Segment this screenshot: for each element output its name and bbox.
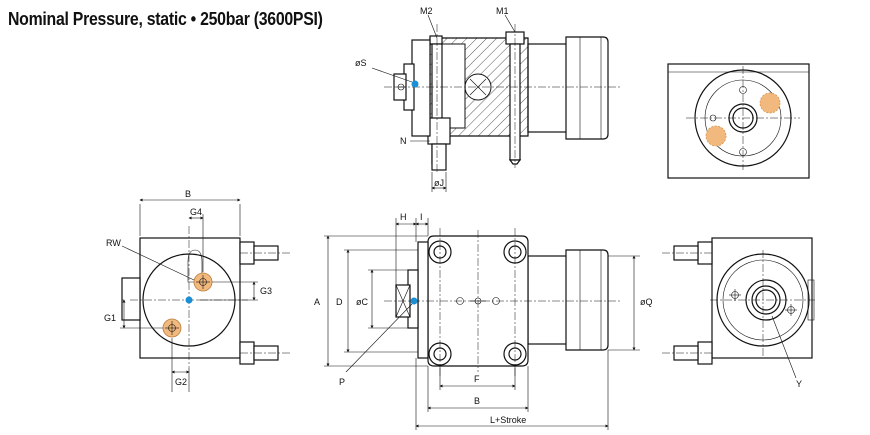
label-y: Y bbox=[796, 379, 802, 389]
label-d: D bbox=[336, 297, 343, 307]
section-view bbox=[371, 14, 620, 192]
main-view bbox=[324, 218, 640, 430]
label-oq: øQ bbox=[640, 297, 653, 307]
label-m1: M1 bbox=[496, 6, 509, 16]
page-title: Nominal Pressure, static • 250bar (3600P… bbox=[8, 9, 323, 29]
label-b-mid: B bbox=[474, 396, 480, 406]
front-view-top bbox=[667, 63, 810, 179]
rear-view bbox=[662, 237, 815, 379]
label-g2: G2 bbox=[175, 377, 187, 387]
label-os: øS bbox=[355, 58, 367, 68]
label-n: N bbox=[400, 136, 407, 146]
label-h: H bbox=[400, 212, 407, 222]
label-p: P bbox=[339, 377, 345, 387]
label-g3: G3 bbox=[260, 286, 272, 296]
label-f: F bbox=[474, 374, 480, 384]
side-view-left bbox=[120, 198, 292, 392]
label-oj: øJ bbox=[434, 178, 444, 188]
label-g1: G1 bbox=[104, 313, 116, 323]
label-oc: øC bbox=[356, 297, 368, 307]
label-m2: M2 bbox=[420, 6, 433, 16]
label-i: I bbox=[420, 212, 423, 222]
label-g4: G4 bbox=[190, 207, 202, 217]
label-a: A bbox=[314, 297, 320, 307]
label-rw: RW bbox=[106, 238, 121, 248]
label-l-stroke: L+Stroke bbox=[490, 415, 526, 425]
label-b-left: B bbox=[185, 189, 191, 199]
